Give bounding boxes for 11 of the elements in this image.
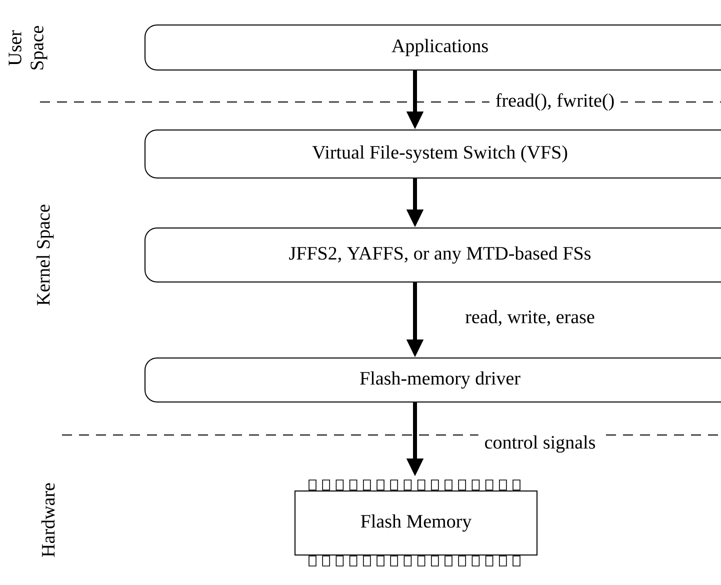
edge-label: fread(), fwrite() xyxy=(496,93,614,111)
layer-box: Applications xyxy=(144,24,721,70)
region-label: User Space xyxy=(8,26,48,70)
layer-box: Virtual File-system Switch (VFS) xyxy=(144,130,721,178)
layer-box: JFFS2, YAFFS, or any MTD-based FSs xyxy=(144,228,721,282)
edge-label: control signals xyxy=(485,435,595,453)
chip-drawing: Flash Memory xyxy=(294,480,538,566)
layer-box: Flash-memory driver xyxy=(144,358,721,402)
region-label: Kernel Space xyxy=(36,204,54,306)
region-label: Hardware xyxy=(41,483,55,557)
edge-label: read, write, erase xyxy=(466,310,594,326)
